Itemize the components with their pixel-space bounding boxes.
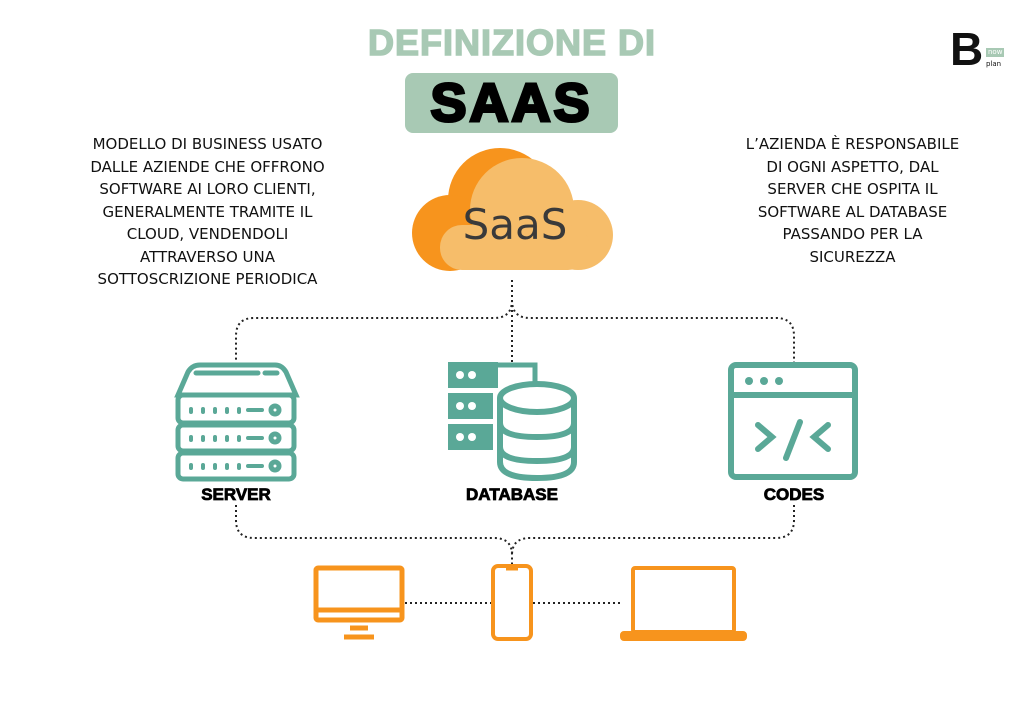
database-icon [448, 362, 577, 482]
logo-sub2: now [986, 48, 1005, 57]
logo: B now plan [950, 26, 1020, 76]
phone-icon [491, 564, 533, 641]
cloud-icon [412, 148, 613, 271]
server-label: SERVER [201, 485, 271, 505]
laptop-icon [620, 566, 747, 641]
left-description: MODELLO DI BUSINESS USATO DALLE AZIENDE … [90, 135, 325, 288]
right-description: L’AZIENDA È RESPONSABILE DI OGNI ASPETTO… [745, 135, 960, 266]
database-label: DATABASE [466, 485, 559, 505]
title-line-1: DEFINIZIONE DI [367, 21, 656, 64]
cloud-label: SaaS [462, 200, 568, 249]
codes-label: CODES [763, 485, 825, 505]
title-line-2: SAAS [405, 72, 618, 135]
server-icon [174, 362, 300, 482]
logo-sub1: plan [986, 60, 1002, 68]
desktop-icon [313, 565, 405, 640]
code-window-icon [728, 362, 858, 480]
logo-letter: B [950, 23, 984, 75]
